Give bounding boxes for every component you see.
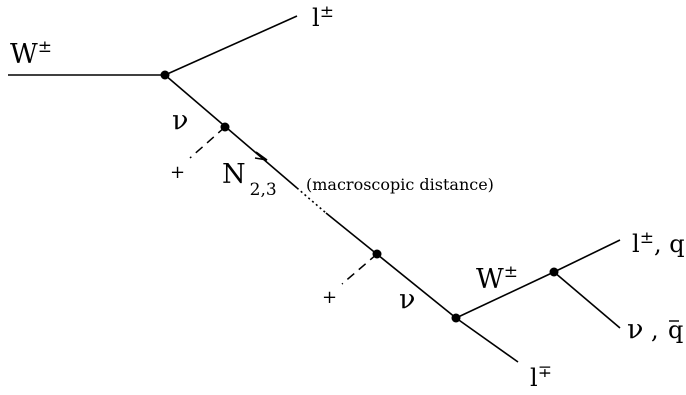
vertex-production	[160, 70, 170, 80]
propagation-arrow	[254, 151, 268, 161]
vertex-w-decay	[549, 267, 559, 277]
macroscopic-distance-note: (macroscopic distance)	[306, 175, 494, 194]
w-decay-lepton-line	[553, 239, 621, 273]
neutrino-line-upper	[164, 74, 298, 189]
lepton-bottom-line	[455, 317, 519, 363]
vertex-decay	[451, 313, 461, 323]
lepton-top-label: l±	[312, 2, 334, 32]
lepton-bottom-label: l∓	[530, 362, 552, 392]
w-decay-lepton-label: l±, q	[632, 228, 685, 258]
mixing-plus-upper: +	[170, 162, 185, 183]
lepton-top-line	[164, 15, 298, 76]
w-outgoing-label: W±	[476, 262, 518, 295]
neutrino-label-upper: ν	[172, 105, 188, 136]
w-incoming-label: W±	[10, 37, 52, 70]
mixing-plus-lower: +	[322, 287, 337, 308]
mixing-dash-upper	[189, 126, 226, 159]
neutrino-line-lower	[325, 212, 457, 319]
w-outgoing-line	[455, 271, 555, 319]
macroscopic-gap-line	[296, 187, 327, 214]
vertex-mixing-lower	[372, 249, 382, 259]
neutrino-label-lower: ν	[399, 284, 415, 315]
vertex-mixing-upper	[220, 122, 230, 132]
antiquark-label: q	[668, 316, 683, 344]
w-decay-neutrino-line	[553, 271, 621, 329]
w-decay-neutrino-label: ν ,	[627, 314, 659, 345]
mixing-dash-lower	[341, 253, 378, 285]
